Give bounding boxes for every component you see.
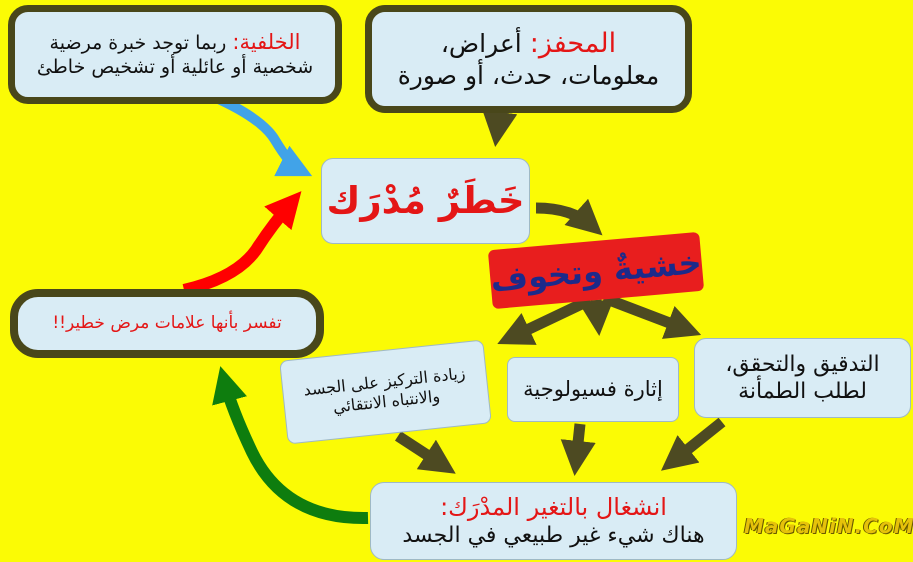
background-text: الخلفية: ربما توجد خبرة مرضية شخصية أو ع… [25, 29, 325, 80]
preoccupation-box: انشغال بالتغير المدْرَك: هناك شيء غير طب… [370, 482, 737, 560]
background-body: ربما توجد خبرة مرضية شخصية أو عائلية أو … [36, 32, 314, 78]
focus-text: زيادة التركيز على الجسد والانتباه الانتق… [302, 363, 467, 417]
background-box: الخلفية: ربما توجد خبرة مرضية شخصية أو ع… [8, 5, 342, 104]
arrow-fear-to-checking [602, 292, 702, 339]
interpretation-text: تفسر بأنها علامات مرض خطير!! [52, 312, 282, 333]
arrow-fear-to-focus [497, 295, 593, 345]
trigger-text: المحفز: أعراض، معلومات، حدث، أو صورة [392, 27, 665, 92]
arrow-arousal-to-preoccupation [560, 423, 596, 477]
checking-text: التدقيق والتحقق، لطلب الطمأنة [725, 351, 880, 405]
arrow-background-to-danger [209, 91, 313, 177]
arrow-focus-to-preoccupation [394, 431, 456, 474]
arrow-interpretation-to-danger [182, 191, 302, 296]
perceived-danger-box: خَطَرٌ مُدْرَك [321, 158, 530, 244]
trigger-box: المحفز: أعراض، معلومات، حدث، أو صورة [365, 5, 692, 113]
arrow-danger-to-fear [535, 198, 603, 236]
arrow-trigger-to-danger [482, 109, 518, 147]
arousal-box: إثارة فسيولوجية [507, 357, 679, 422]
trigger-label: المحفز: [529, 27, 617, 59]
perceived-danger-text: خَطَرٌ مُدْرَك [326, 178, 525, 222]
watermark-logo: MaGaNiN.CoM [744, 514, 913, 538]
checking-box: التدقيق والتحقق، لطلب الطمأنة [694, 338, 911, 418]
arrow-fear-to-arousal [578, 299, 614, 337]
preoccupation-body: هناك شيء غير طبيعي في الجسد [402, 523, 705, 549]
interpretation-box: تفسر بأنها علامات مرض خطير!! [10, 289, 324, 358]
trigger-body: أعراض، معلومات، حدث، أو صورة [397, 28, 660, 91]
background-label: الخلفية: [232, 30, 301, 55]
arrow-checking-to-preoccupation [661, 417, 726, 471]
arrow-preoccupation-to-interpretation [212, 366, 369, 525]
fear-text: خشيةٌ وتخوف [489, 242, 703, 299]
arousal-text: إثارة فسيولوجية [523, 377, 663, 402]
preoccupation-label: انشغال بالتغير المدْرَك: [440, 493, 667, 522]
